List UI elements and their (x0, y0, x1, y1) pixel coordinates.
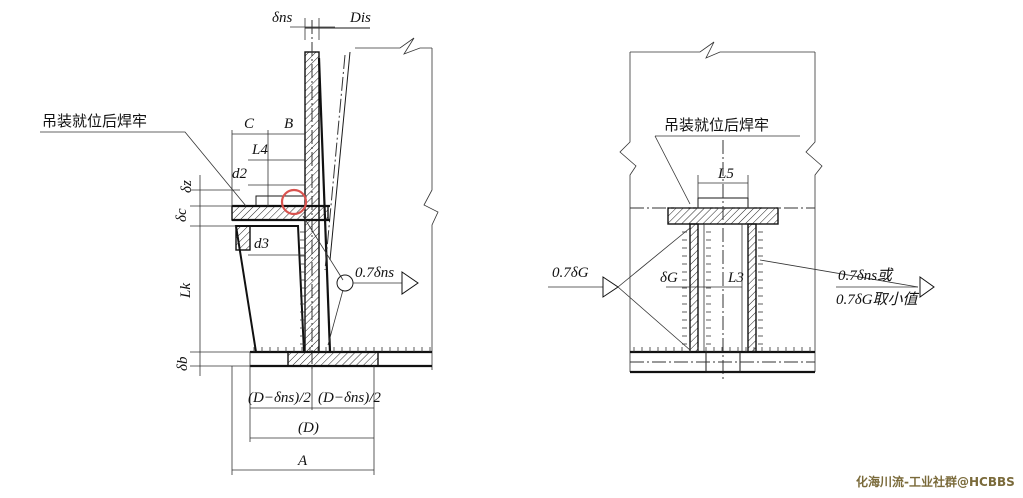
dim-delta-ns: δns (272, 10, 292, 26)
dim-B: B (284, 116, 293, 132)
dimension-lines-right (666, 175, 749, 288)
left-detail-view: 吊装就位后焊牢 δns Dis C B L4 d2 δz δc d3 Lk δb… (40, 10, 439, 475)
dim-L4: L4 (251, 142, 268, 158)
weld-size-left: 0.7δns (355, 265, 394, 281)
dim-half-left: (D−δns)/2 (248, 390, 311, 406)
right-ticks (633, 231, 811, 352)
dim-A: A (297, 453, 308, 469)
right-detail-view: 吊装就位后焊牢 L5 L3 δG 0.7δG 0.7δns或 0.7δG取小值 (548, 41, 935, 380)
top-plate (231, 205, 329, 221)
weld-note-left: 吊装就位后焊牢 (42, 112, 147, 130)
dim-L5: L5 (717, 166, 734, 182)
break-lines-left (305, 27, 439, 370)
weld-size-right-line1: 0.7δns或 (838, 267, 894, 284)
dim-d2: d2 (232, 166, 248, 182)
dim-delta-b: δb (175, 356, 191, 371)
leaders-left (40, 131, 419, 346)
dim-delta-c: δc (174, 208, 190, 222)
dim-Lk: Lk (178, 283, 194, 299)
dim-D: (D) (298, 420, 319, 436)
dim-C: C (244, 116, 255, 132)
dim-Dis: Dis (349, 10, 371, 26)
dim-d3: d3 (254, 236, 269, 252)
watermark: 化海川流-工业社群@HCBBS (856, 474, 1015, 489)
foundation-ticks (253, 231, 431, 352)
dim-delta-G: δG (660, 270, 678, 286)
highlight-circle (280, 188, 308, 216)
dim-half-right: (D−δns)/2 (318, 390, 381, 406)
gusset (234, 225, 306, 353)
dimension-lines-left (190, 18, 375, 475)
dim-L3: L3 (727, 270, 744, 286)
weld-size-right-line2: 0.7δG取小值 (836, 291, 920, 308)
base-plate (287, 351, 379, 367)
dim-delta-z: δz (179, 180, 195, 193)
weld-size-right-left: 0.7δG (552, 265, 589, 281)
break-lines-right (619, 41, 823, 372)
leaders-right (548, 135, 935, 351)
weld-note-right: 吊装就位后焊牢 (664, 116, 769, 134)
